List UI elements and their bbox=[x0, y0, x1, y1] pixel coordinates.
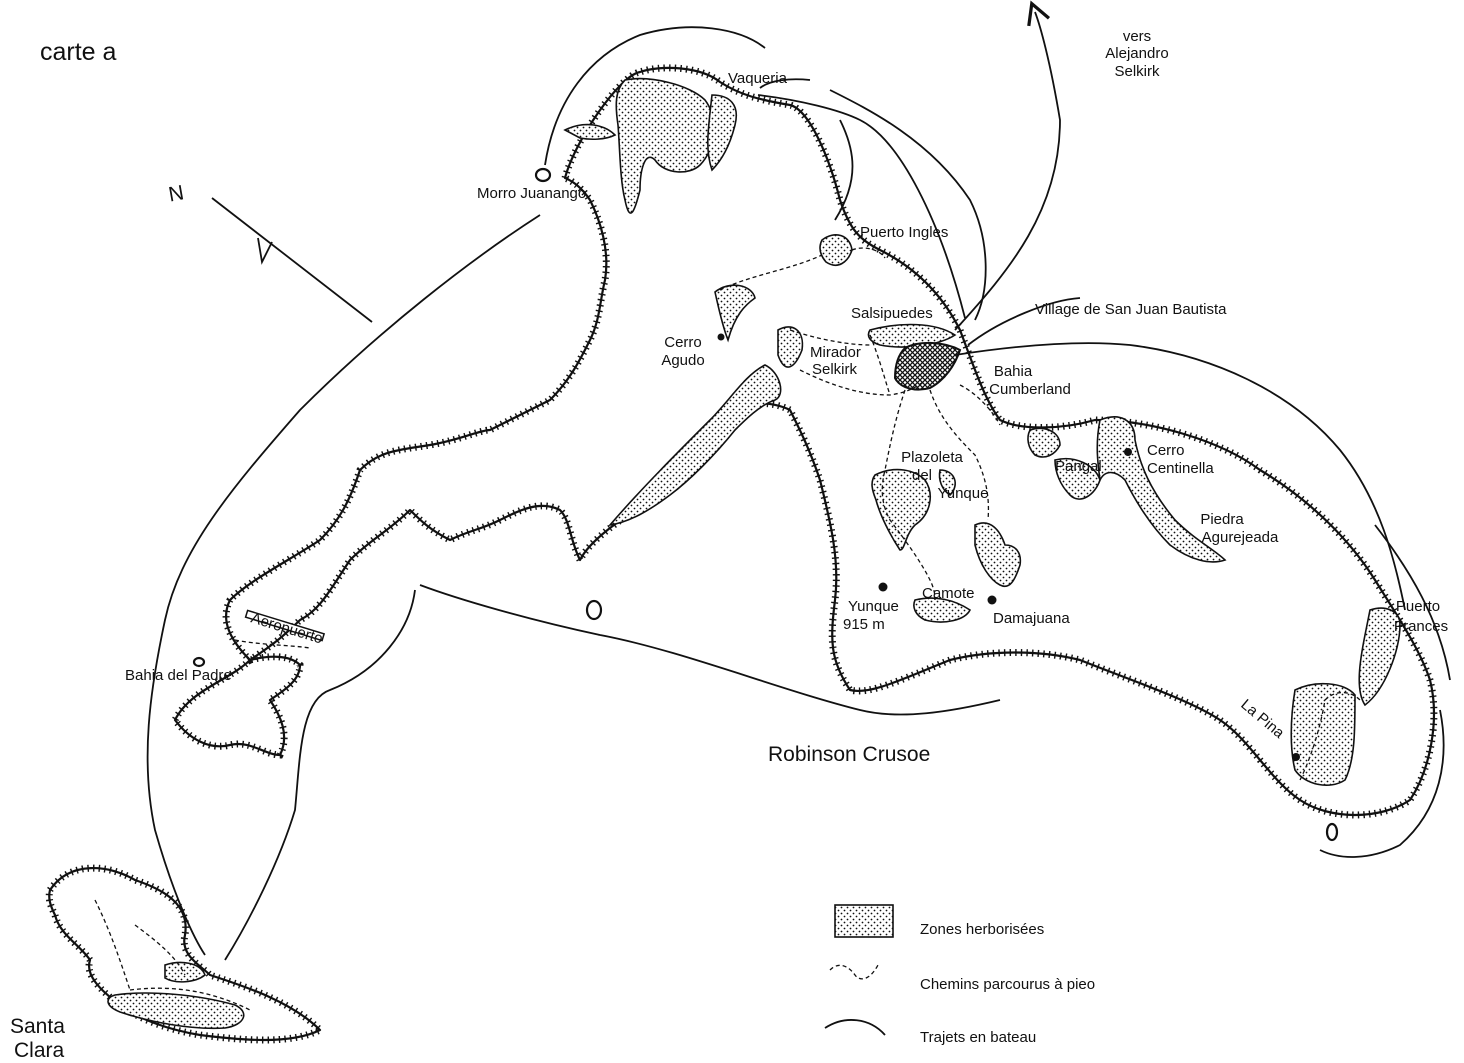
legend-symbol-solid-curve bbox=[824, 1019, 886, 1036]
label-piedra-1: Piedra bbox=[1200, 511, 1244, 528]
label-cerro-centinella-2: Centinella bbox=[1147, 460, 1214, 477]
label-cerro-centinella-1: Cerro bbox=[1147, 442, 1185, 459]
label-plazoleta-1: Plazoleta bbox=[901, 449, 963, 466]
label-morro-juanango: Morro Juanango bbox=[477, 185, 586, 202]
label-robinson-crusoe: Robinson Crusoe bbox=[768, 743, 930, 766]
label-plazoleta-2: del bbox=[912, 467, 932, 484]
label-bahia-cumberland-1: Bahia bbox=[994, 363, 1033, 380]
label-damajuana: Damajuana bbox=[993, 610, 1070, 627]
label-puerto-frances-1: Puerto bbox=[1396, 598, 1440, 615]
island-santa-clara bbox=[45, 864, 326, 1044]
label-la-pina: La Pina bbox=[1237, 696, 1287, 742]
label-selkirk-destination: Selkirk bbox=[1114, 63, 1160, 80]
airport-runway bbox=[244, 609, 326, 642]
marker-cerro-centinella bbox=[1124, 448, 1132, 456]
village-san-juan-bautista bbox=[893, 342, 962, 391]
label-puerto-frances-2: Frances bbox=[1394, 618, 1448, 635]
island-robinson-crusoe bbox=[170, 64, 1438, 842]
herbarium-zones bbox=[563, 77, 1401, 786]
place-labels: vers Alejandro Selkirk Vaqueria Morro Ju… bbox=[10, 28, 1448, 1062]
label-plazoleta-3: Yunque bbox=[938, 485, 989, 502]
label-bahia-cumberland-2: Cumberland bbox=[989, 381, 1071, 398]
marker-damajuana bbox=[987, 595, 997, 605]
label-vers: vers bbox=[1123, 28, 1151, 45]
label-cerro-agudo-1: Cerro bbox=[664, 334, 702, 351]
marker-cerro-agudo bbox=[717, 333, 725, 341]
label-bahia-del-padre: Bahia del Padre bbox=[125, 667, 232, 684]
legend-label-chemins: Chemins parcourus à pieo bbox=[920, 976, 1095, 993]
peak-markers bbox=[717, 333, 1300, 761]
boat-routes bbox=[146, 0, 1451, 961]
label-vaqueria: Vaqueria bbox=[728, 70, 788, 87]
label-yunque: Yunque bbox=[848, 598, 899, 615]
label-yunque-altitude: 915 m bbox=[843, 616, 885, 633]
legend: Zones herborisées Chemins parcourus à pi… bbox=[824, 904, 1095, 1046]
label-village: Village de San Juan Bautista bbox=[1035, 301, 1227, 318]
legend-symbol-dotted-area bbox=[834, 904, 894, 938]
label-pangal: Pangal bbox=[1055, 458, 1102, 475]
north-symbol: N bbox=[167, 181, 186, 206]
legend-label-trajets: Trajets en bateau bbox=[920, 1029, 1036, 1046]
label-salsipuedes: Salsipuedes bbox=[851, 305, 933, 322]
label-mirador-2: Selkirk bbox=[812, 361, 858, 378]
legend-label-zones: Zones herborisées bbox=[920, 921, 1044, 938]
marker-la-pina bbox=[1292, 753, 1300, 761]
label-puerto-ingles: Puerto Ingles bbox=[860, 224, 948, 241]
label-cerro-agudo-2: Agudo bbox=[661, 352, 704, 369]
label-mirador-1: Mirador bbox=[810, 344, 861, 361]
map-title: carte a bbox=[40, 38, 117, 66]
label-clara: Clara bbox=[14, 1039, 65, 1062]
marker-yunque bbox=[878, 582, 888, 592]
label-alejandro: Alejandro bbox=[1105, 45, 1168, 62]
north-arrow: N bbox=[167, 181, 373, 323]
walking-trails bbox=[234, 247, 1361, 781]
label-camote: Camote bbox=[922, 585, 975, 602]
label-santa: Santa bbox=[10, 1015, 65, 1038]
label-piedra-2: Agurejeada bbox=[1202, 529, 1279, 546]
legend-symbol-dashed-line bbox=[829, 964, 879, 980]
